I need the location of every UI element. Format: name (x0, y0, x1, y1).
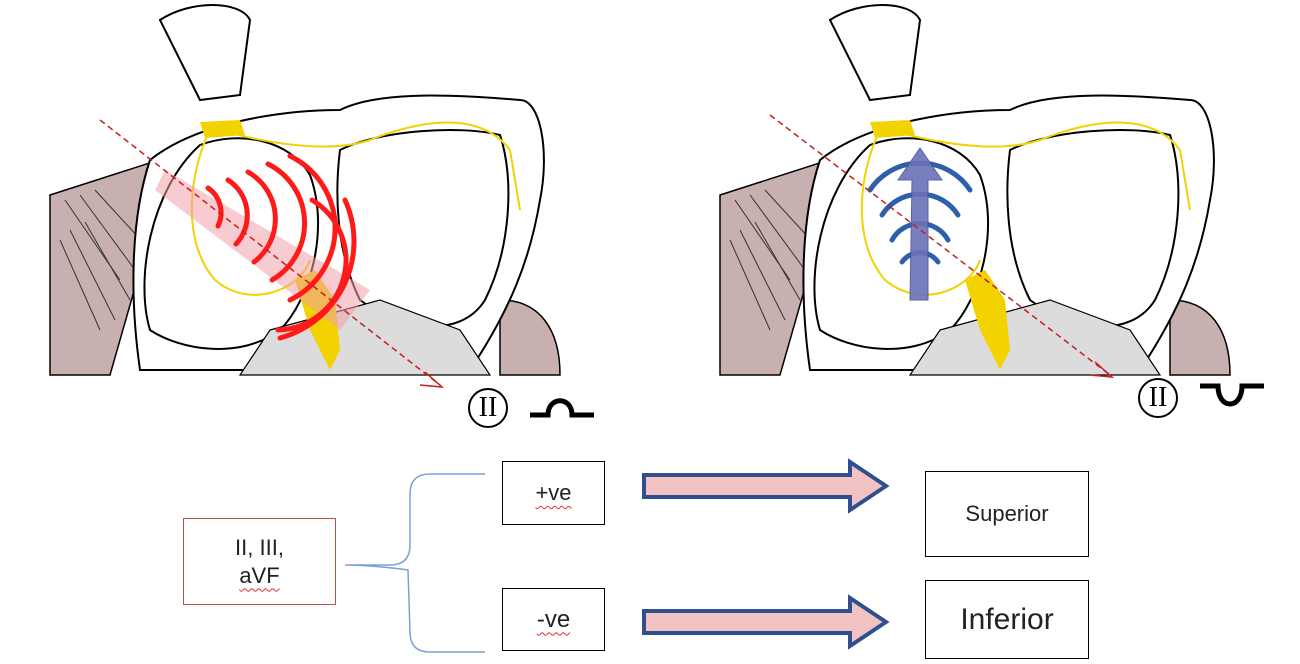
right-heart-illustration (719, 4, 1231, 378)
superior-box: Superior (925, 471, 1089, 557)
leads-source-box: II, III, aVF (183, 518, 336, 605)
inferior-box: Inferior (925, 580, 1089, 659)
lead-ii-left-label: II (468, 388, 508, 428)
brace-connector (344, 473, 485, 653)
positive-deflection-icon (530, 398, 594, 418)
left-heart-illustration (49, 4, 561, 388)
positive-arrow (642, 458, 890, 514)
inferior-label: Inferior (960, 602, 1054, 636)
lead-ii-right-label: II (1138, 378, 1178, 418)
leads-source-line1: II, III, (235, 534, 284, 560)
negative-deflection-icon (1200, 383, 1264, 407)
positive-box: +ve (502, 461, 605, 525)
negative-arrow (642, 594, 890, 650)
leads-source-line2: aVF (239, 562, 280, 588)
positive-label: +ve (535, 480, 572, 505)
negative-box: -ve (502, 588, 605, 651)
superior-label: Superior (965, 501, 1049, 526)
negative-label: -ve (536, 605, 571, 633)
